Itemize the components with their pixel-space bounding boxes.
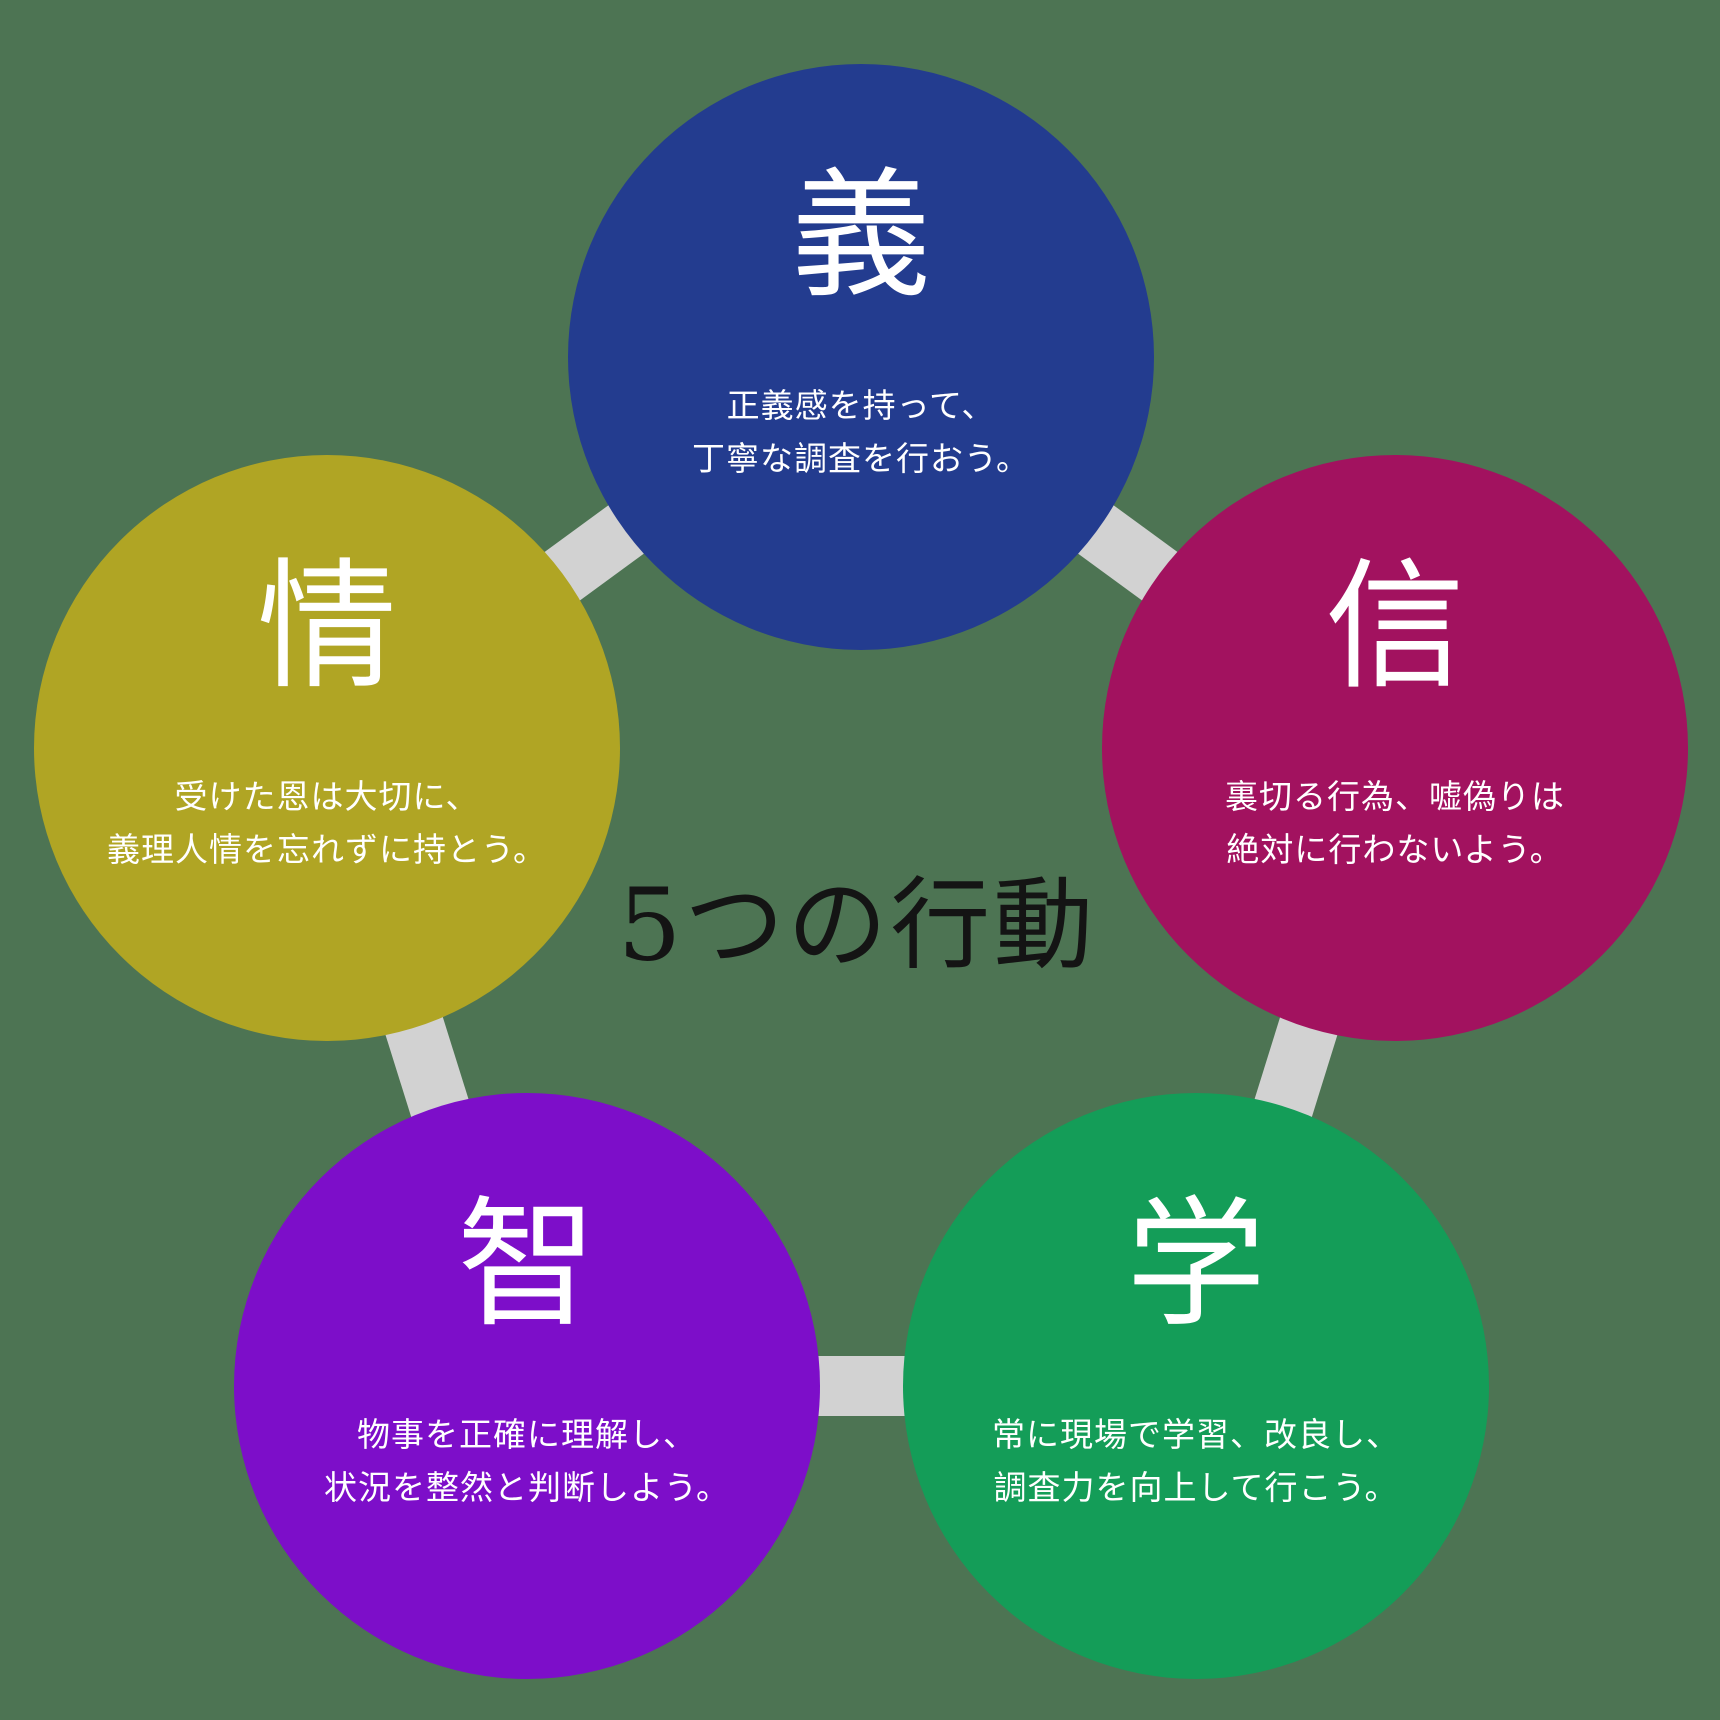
circle-gi-desc-line2: 丁寧な調査を行おう。 xyxy=(691,439,1031,478)
circle-jou-compassion: 情 受けた恩は大切に、 義理人情を忘れずに持とう。 xyxy=(34,455,620,1041)
circle-jou-desc-line1: 受けた恩は大切に、 xyxy=(174,777,480,816)
circle-chi-kanji: 智 xyxy=(456,1184,597,1347)
circle-gaku-desc-line1: 常に現場で学習、改良し、 xyxy=(992,1415,1400,1454)
circle-gi-justice: 義 正義感を持って、 丁寧な調査を行おう。 xyxy=(568,64,1154,650)
circle-shin-desc-line1: 裏切る行為、嘘偽りは xyxy=(1225,777,1565,816)
circle-gi-desc-line1: 正義感を持って、 xyxy=(726,386,996,425)
circle-chi-description: 物事を正確に理解し、 状況を整然と判断しよう。 xyxy=(234,1408,820,1514)
circle-jou-description: 受けた恩は大切に、 義理人情を忘れずに持とう。 xyxy=(34,770,620,876)
circle-gaku-learning: 学 常に現場で学習、改良し、 調査力を向上して行こう。 xyxy=(903,1093,1489,1679)
circle-shin-kanji: 信 xyxy=(1324,546,1465,709)
circle-shin-desc-line2: 絶対に行わないよう。 xyxy=(1226,830,1564,869)
circle-gaku-kanji: 学 xyxy=(1125,1184,1266,1347)
circle-gaku-desc-line2: 調査力を向上して行こう。 xyxy=(993,1468,1399,1507)
circle-gaku-description: 常に現場で学習、改良し、 調査力を向上して行こう。 xyxy=(903,1408,1489,1514)
circle-jou-kanji: 情 xyxy=(256,546,397,709)
circle-chi-desc-line2: 状況を整然と判断しよう。 xyxy=(323,1468,731,1507)
diagram-title: 5つの行動 xyxy=(617,866,1097,984)
circle-jou-desc-line2: 義理人情を忘れずに持とう。 xyxy=(106,830,548,869)
circle-chi-wisdom: 智 物事を正確に理解し、 状況を整然と判断しよう。 xyxy=(234,1093,820,1679)
circle-gi-kanji: 義 xyxy=(790,155,931,318)
circle-chi-desc-line1: 物事を正確に理解し、 xyxy=(357,1415,697,1454)
circle-shin-description: 裏切る行為、嘘偽りは 絶対に行わないよう。 xyxy=(1102,770,1688,876)
circle-gi-description: 正義感を持って、 丁寧な調査を行おう。 xyxy=(568,379,1154,485)
circle-shin-trust: 信 裏切る行為、嘘偽りは 絶対に行わないよう。 xyxy=(1102,455,1688,1041)
